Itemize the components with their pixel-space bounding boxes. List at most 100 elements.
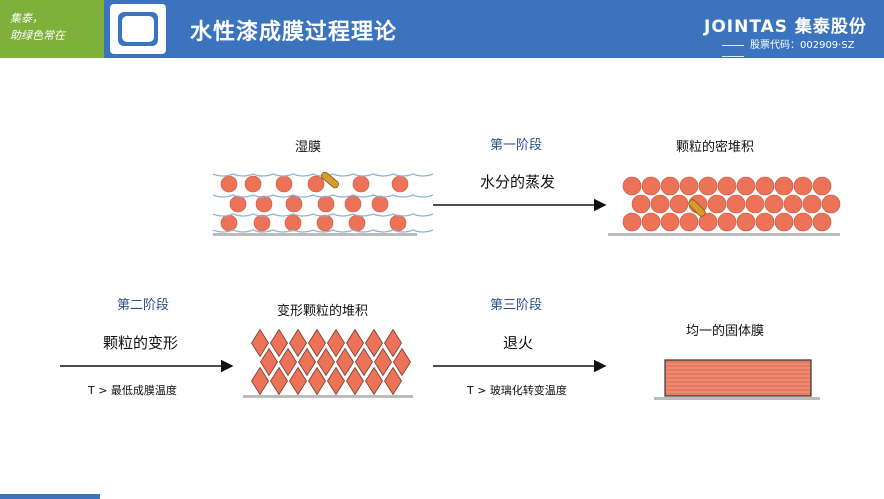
packed-particle [717, 212, 737, 232]
packed-particle [745, 194, 765, 214]
deformed-particle [365, 328, 383, 358]
packed-particle [650, 194, 670, 214]
close-packing-additive-rod [688, 199, 706, 217]
packed-particle [821, 194, 841, 214]
packed-particle [660, 212, 680, 232]
deformed-particle [270, 328, 288, 358]
water-line [212, 194, 434, 198]
deformed-particle [308, 366, 326, 396]
packed-particle [726, 194, 746, 214]
packed-particle [622, 212, 642, 232]
close-packing-diagram [608, 176, 841, 236]
deformed-particle [393, 347, 411, 377]
deformed-particle [251, 366, 269, 396]
packed-particle [736, 212, 756, 232]
packed-particle [793, 212, 813, 232]
deformed-particle [308, 328, 326, 358]
wet-particle [253, 214, 271, 232]
wet-particle [316, 214, 334, 232]
stage2-condition: T > 最低成膜温度 [88, 384, 177, 397]
close-packing-particles [622, 176, 841, 232]
uniform-film-label: 均一的固体膜 [686, 324, 765, 339]
deformed-particle [365, 366, 383, 396]
wet-particle [317, 195, 335, 213]
wet-film-particles [220, 175, 409, 232]
packed-particle [622, 176, 642, 196]
deformed-particle [317, 347, 335, 377]
wet-particle [371, 195, 389, 213]
deformed-particle [298, 347, 316, 377]
packed-particle [679, 212, 699, 232]
close-packing-substrate [608, 233, 840, 236]
wet-particle [220, 214, 238, 232]
close-packing-label: 颗粒的密堆积 [676, 140, 755, 155]
packed-particle [669, 194, 689, 214]
stock-code-text: 股票代码：002909·SZ [750, 40, 855, 51]
packed-particle [707, 194, 727, 214]
wet-particle [389, 214, 407, 232]
wet-particle [352, 175, 370, 193]
header-bar: 集泰， 助绿色常在 水性漆成膜过程理论 JOINTAS 集泰股份 股票代码：00… [0, 0, 884, 58]
stage1-label: 第一阶段 [490, 138, 543, 153]
packed-particle [698, 212, 718, 232]
wet-particle [344, 195, 362, 213]
packed-particle [717, 176, 737, 196]
wet-particle [284, 214, 302, 232]
deformed-particle [384, 366, 402, 396]
packed-particle [793, 176, 813, 196]
frame-icon [110, 4, 166, 54]
wet-particle [275, 175, 293, 193]
uniform-film-diagram [654, 359, 820, 400]
packed-particle [783, 194, 803, 214]
stock-code: 股票代码：002909·SZ [716, 36, 884, 62]
wet-particle [285, 195, 303, 213]
packed-particle [631, 194, 651, 214]
deformed-particle [336, 347, 354, 377]
stage3-process: 退火 [503, 334, 534, 352]
packed-particle [802, 194, 822, 214]
wet-film-label: 湿膜 [295, 140, 322, 155]
deformed-particle [346, 366, 364, 396]
deformed-particle [251, 328, 269, 358]
brand-slogan-line1: 集泰， [10, 12, 43, 25]
packed-particle [774, 212, 794, 232]
wet-particle [229, 195, 247, 213]
stage3-condition: T > 玻璃化转变温度 [467, 384, 567, 397]
wet-particle [244, 175, 262, 193]
wet-particle [391, 175, 409, 193]
deformed-particle [327, 366, 345, 396]
packed-particle [774, 176, 794, 196]
stage3-label: 第三阶段 [490, 298, 543, 313]
company-logo: JOINTAS 集泰股份 [704, 17, 867, 37]
wet-particle [220, 175, 238, 193]
page-title: 水性漆成膜过程理论 [190, 20, 398, 45]
brand-slogan-box: 集泰， 助绿色常在 [0, 0, 104, 58]
deformed-particle [327, 328, 345, 358]
deformed-particle [289, 366, 307, 396]
packed-particle [641, 176, 661, 196]
deformed-packing-diagram [243, 328, 413, 398]
brand-slogan: 集泰， 助绿色常在 [10, 10, 100, 44]
wet-film-additive-rod [320, 171, 340, 189]
deformed-particle [355, 347, 373, 377]
footer-accent [0, 494, 100, 499]
uniform-film-substrate [654, 397, 820, 400]
uniform-film-block [664, 359, 812, 397]
packed-particle [679, 176, 699, 196]
deformed-particles [251, 328, 411, 396]
stage1-process: 水分的蒸发 [480, 173, 556, 191]
deformed-particle [270, 366, 288, 396]
wet-film-diagram [212, 171, 434, 236]
brand-slogan-line2: 助绿色常在 [10, 29, 65, 42]
packed-particle [812, 212, 832, 232]
wet-particle [307, 175, 325, 193]
deformed-particle [374, 347, 392, 377]
deformed-particle [289, 328, 307, 358]
water-line [212, 229, 434, 233]
stage2-process: 颗粒的变形 [103, 334, 179, 352]
packed-particle [755, 212, 775, 232]
deformed-particle [384, 328, 402, 358]
deformed-packing-substrate [243, 395, 413, 398]
wet-film-substrate [213, 233, 417, 236]
